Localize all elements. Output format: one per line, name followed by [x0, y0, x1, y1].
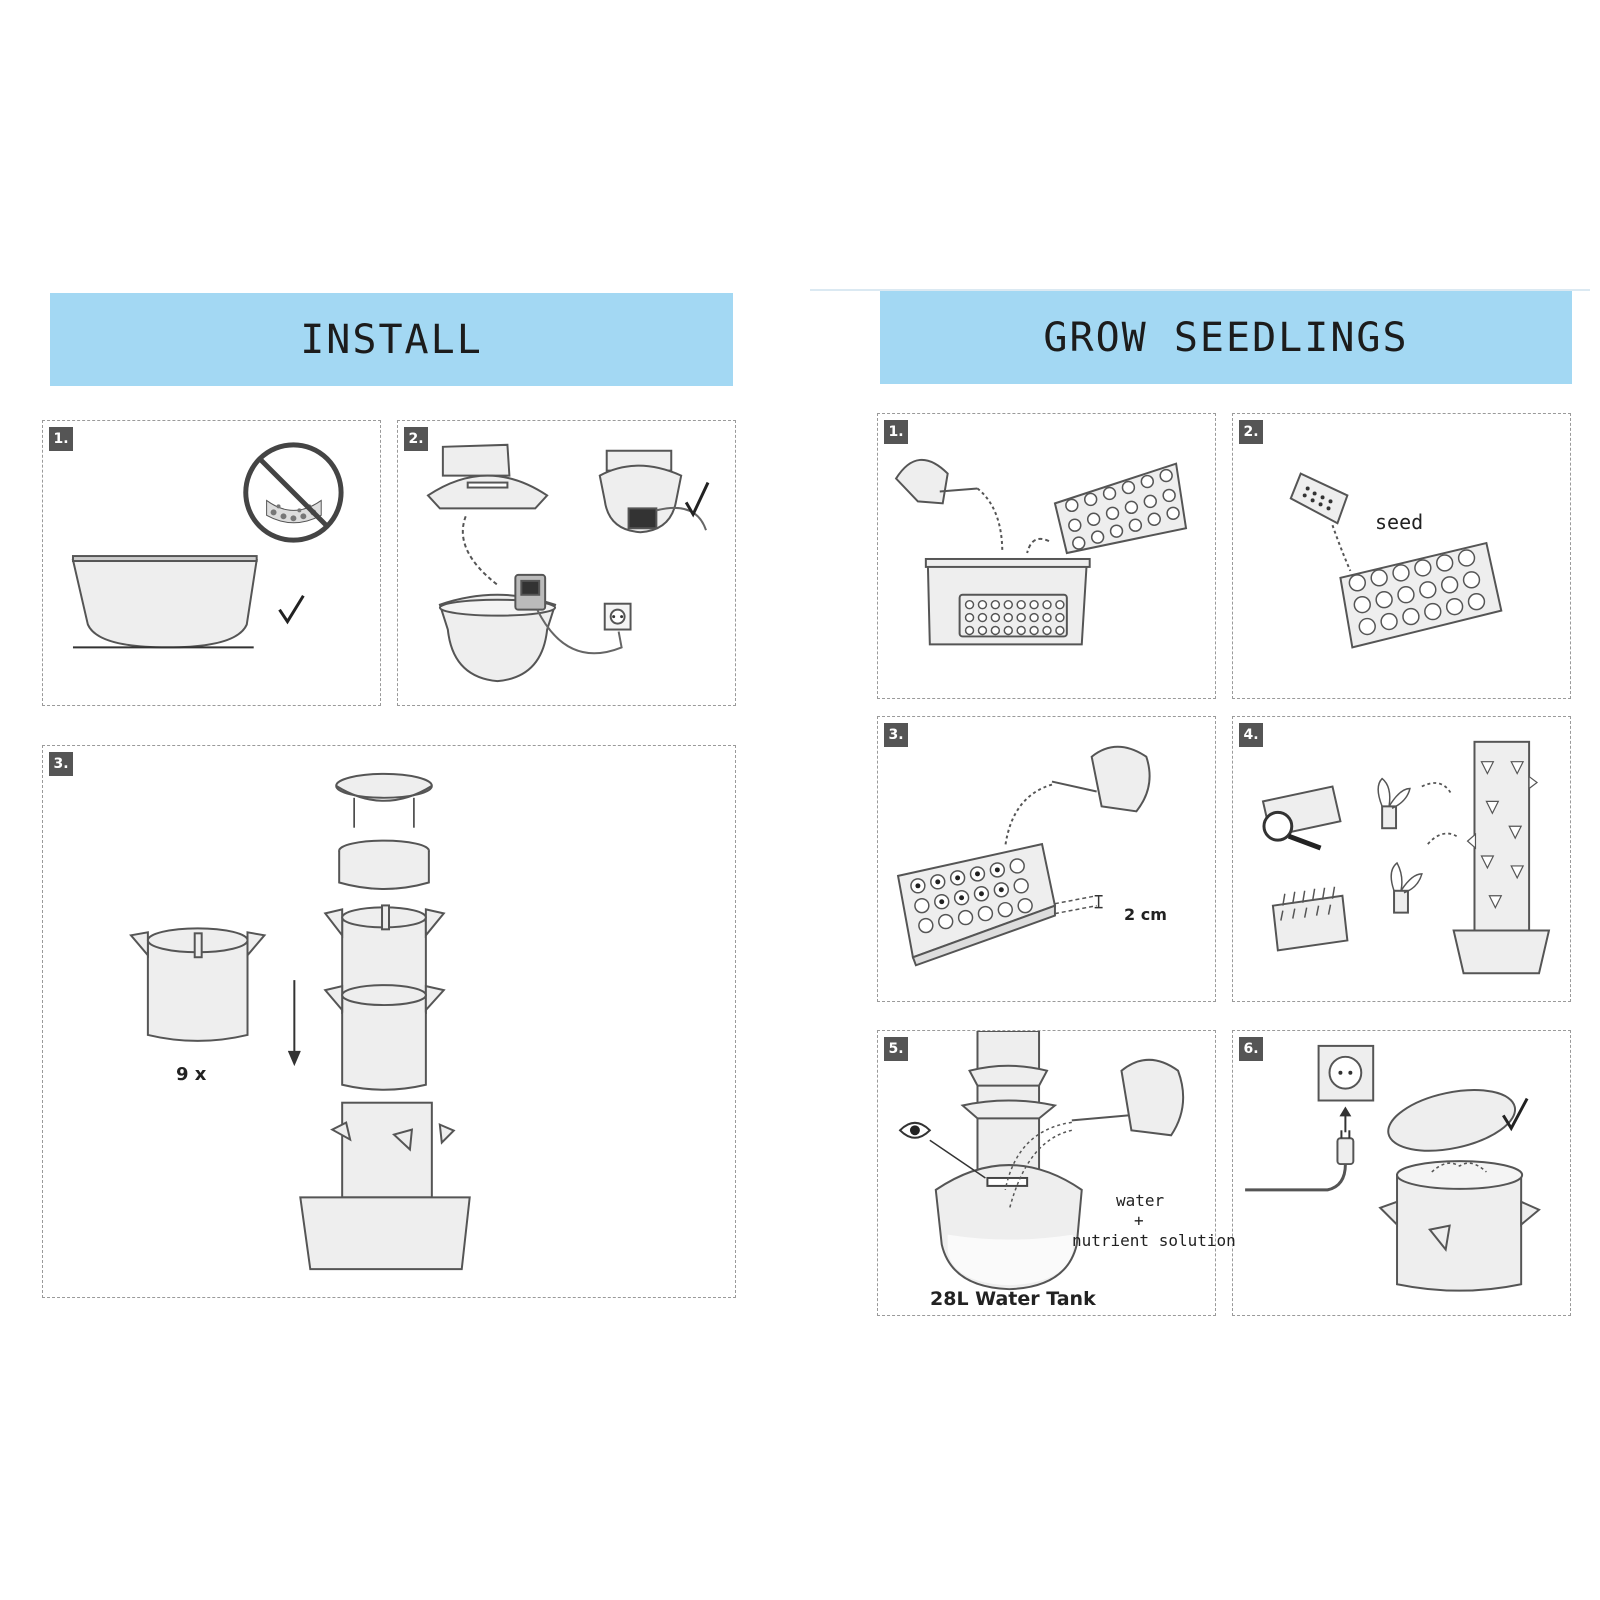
watering-can-icon: [1120, 1058, 1185, 1137]
install-step-3: 3. 9 x: [42, 745, 736, 1298]
water-tank-label: 28L Water Tank: [930, 1288, 1096, 1310]
grow-step-4-illustration: [1261, 740, 1551, 975]
install-step-1: 1.: [42, 420, 381, 706]
install-step-3-illustration: [129, 772, 471, 1271]
checkmark-icon: [278, 594, 305, 625]
install-step-1-illustration: [71, 442, 344, 649]
water-label: water: [1116, 1191, 1165, 1210]
step-number: 1.: [49, 427, 73, 451]
step-number: 4.: [1239, 723, 1263, 747]
step-number: 2.: [404, 427, 428, 451]
grow-step-2: 2. seed: [1232, 413, 1571, 699]
install-banner: INSTALL: [50, 293, 733, 386]
plus-label: +: [1134, 1211, 1144, 1230]
checkmark-icon: [684, 481, 710, 518]
step-number: 6.: [1239, 1037, 1263, 1061]
grow-step-5-illustration: [898, 1031, 1185, 1291]
no-pebbles-icon: [243, 442, 344, 543]
magnifier-icon: [1262, 810, 1322, 851]
plug-icon: [1336, 1137, 1355, 1166]
step-number: 3.: [884, 723, 908, 747]
depth-label: 2 cm: [1124, 905, 1167, 924]
step-number: 2.: [1239, 420, 1263, 444]
grow-seedlings-banner: GROW SEEDLINGS: [880, 291, 1572, 384]
step-number: 1.: [884, 420, 908, 444]
grow-step-6: 6.: [1232, 1030, 1571, 1316]
grow-title: GROW SEEDLINGS: [1043, 314, 1409, 361]
install-title: INSTALL: [300, 316, 483, 363]
watering-can-icon: [894, 458, 949, 505]
eye-icon: [898, 1121, 932, 1139]
install-step-2-illustration: [426, 443, 710, 683]
grow-step-6-illustration: [1245, 1044, 1541, 1292]
grow-step-4: 4.: [1232, 716, 1571, 1002]
grow-step-5: 5. water + nutrient solution 28L Water T…: [877, 1030, 1236, 1316]
grow-step-3-illustration: [896, 745, 1151, 967]
nutrient-solution-label: nutrient solution: [1072, 1231, 1236, 1250]
count-label: 9 x: [176, 1064, 207, 1085]
power-outlet-icon: [1317, 1044, 1375, 1102]
grow-step-3: 3. 2 cm: [877, 716, 1216, 1002]
seed-label: seed: [1375, 510, 1424, 534]
grow-step-1-illustration: [894, 458, 1188, 646]
checkmark-icon: [1502, 1097, 1529, 1132]
install-step-2: 2.: [397, 420, 736, 706]
step-number: 3.: [49, 752, 73, 776]
grow-step-2-illustration: [1289, 472, 1503, 649]
step-number: 5.: [884, 1037, 908, 1061]
divider-line: [810, 289, 1590, 291]
watering-can-icon: [1090, 745, 1151, 813]
grow-step-1: 1.: [877, 413, 1216, 699]
